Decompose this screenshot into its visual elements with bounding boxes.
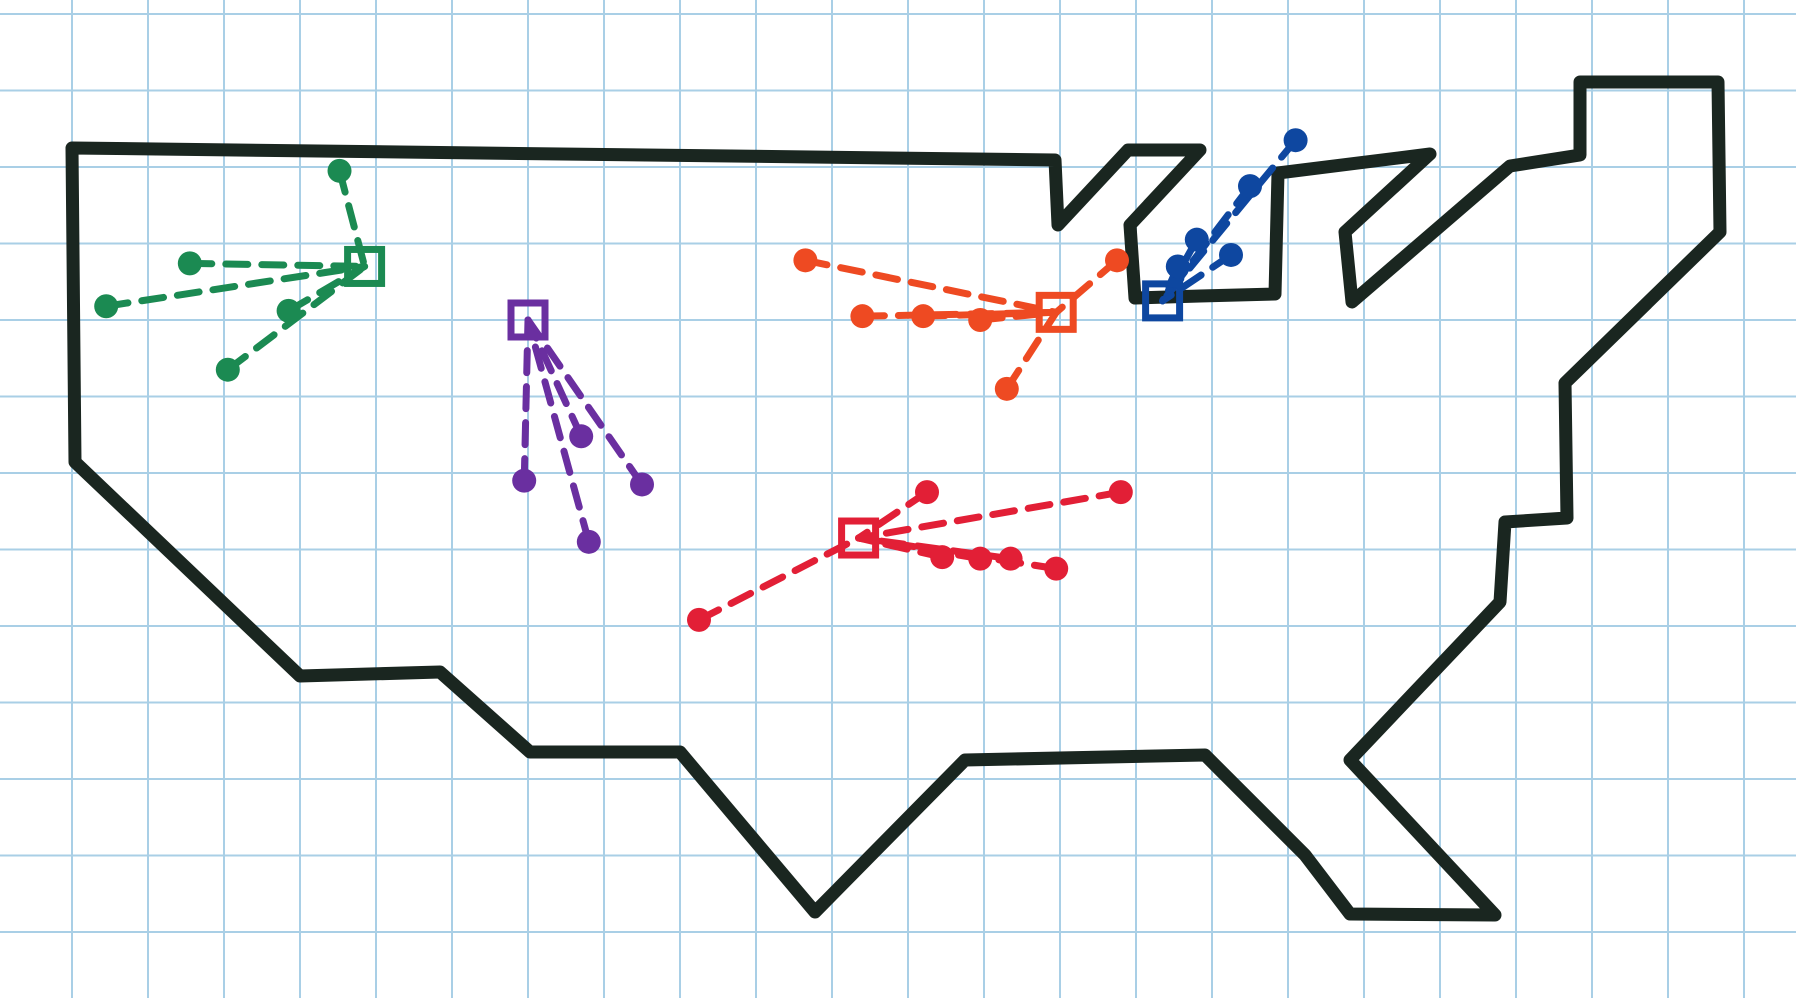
cluster-node <box>1044 556 1069 581</box>
cluster-node <box>1238 174 1262 199</box>
cluster-node <box>94 294 119 319</box>
cluster-node <box>998 546 1023 571</box>
cluster-node <box>687 607 711 632</box>
us-outline <box>65 75 1727 922</box>
cluster-node <box>576 529 601 554</box>
cluster-node <box>1184 227 1209 252</box>
cluster-node <box>1219 242 1243 267</box>
cluster-hub-square <box>1142 280 1184 322</box>
cluster-link <box>801 256 1060 316</box>
cluster-hub-square <box>1035 291 1077 333</box>
cluster-green <box>94 158 386 382</box>
cluster-node <box>1105 248 1129 273</box>
cluster-link <box>186 259 369 270</box>
cluster-link <box>855 534 1060 573</box>
cluster-node <box>930 545 955 570</box>
cluster-link <box>520 316 532 485</box>
cluster-node <box>968 546 993 571</box>
cluster-layer <box>94 128 1308 632</box>
cluster-node <box>512 468 537 493</box>
cluster-node <box>994 376 1019 401</box>
cluster-link <box>102 262 369 310</box>
cluster-blue <box>1142 128 1308 322</box>
cluster-node <box>276 298 301 323</box>
cluster-red <box>687 480 1133 632</box>
cluster-link <box>524 316 646 488</box>
cluster-node <box>850 304 875 329</box>
cluster-node <box>793 248 818 273</box>
cluster-link <box>1159 251 1235 305</box>
cluster-link <box>1052 256 1121 316</box>
cluster-node <box>215 357 240 382</box>
cluster-link <box>1159 136 1300 305</box>
cluster-link <box>976 308 1060 324</box>
cluster-node <box>911 304 936 329</box>
cluster-node <box>177 251 202 276</box>
cluster-hub-square <box>344 245 386 287</box>
cluster-node <box>630 472 654 497</box>
cluster-node <box>915 480 939 505</box>
cluster-link <box>855 488 1125 542</box>
cluster-link <box>1003 308 1060 393</box>
cluster-node <box>327 158 352 183</box>
cluster-node <box>1283 128 1308 153</box>
cluster-link <box>524 316 593 546</box>
cluster-hub-square <box>838 517 880 559</box>
cluster-orange <box>793 248 1129 401</box>
cluster-purple <box>507 299 654 554</box>
cluster-link <box>855 488 931 542</box>
cluster-hub-square <box>507 299 549 341</box>
cluster-node <box>968 308 993 332</box>
cluster-node <box>1108 480 1133 505</box>
cluster-node <box>1165 254 1190 279</box>
cluster-link <box>695 534 863 624</box>
cluster-node <box>569 424 594 449</box>
